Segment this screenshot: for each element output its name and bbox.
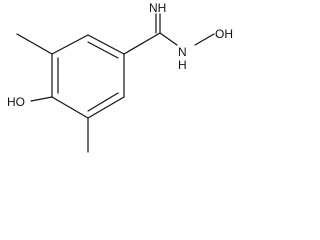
ring-bond-lower-right: [87, 96, 125, 119]
amide-h-label: H: [178, 58, 187, 72]
ring-bond-top: [87, 34, 125, 55]
amidine-cn-bond: [159, 32, 178, 46]
ring-bond-bottom: [51, 96, 89, 119]
ring-bond-upper-left: [51, 34, 89, 55]
ring-to-amidine-bond: [123, 32, 161, 55]
ring-double-bond-top: [87, 41, 119, 59]
phenol-bond: [30, 96, 53, 102]
methyl-bond-upper: [16, 33, 53, 55]
n-o-bond: [194, 33, 215, 46]
chemical-structure-diagram: NH N H OH HO: [7, 1, 233, 153]
amide-n-label: N: [178, 45, 187, 59]
ring-double-bond-bottom: [87, 92, 119, 112]
hydroxyl-oh-label: OH: [215, 27, 233, 41]
phenol-ho-label: HO: [7, 95, 25, 109]
imine-nh-label: NH: [149, 1, 166, 15]
benzene-ring: [51, 34, 125, 119]
